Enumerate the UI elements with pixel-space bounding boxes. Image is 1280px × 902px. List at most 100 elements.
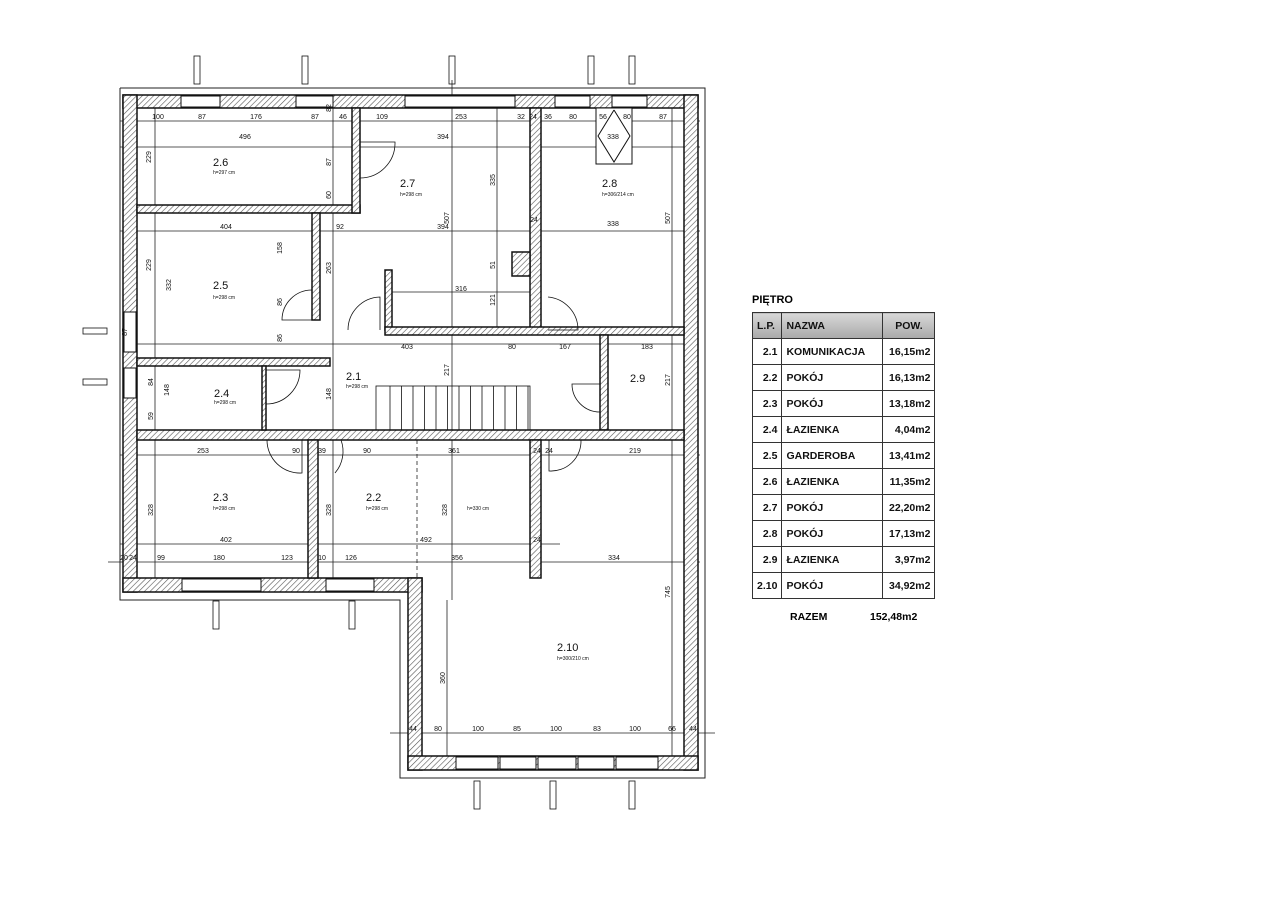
dimension-label: 24 <box>533 537 541 544</box>
dimension-label: 100 <box>152 114 164 121</box>
row-number: 2.6 <box>751 468 783 495</box>
dimension-label: 10 <box>318 555 326 562</box>
dimension-label: 36 <box>544 114 552 121</box>
doors <box>265 141 601 474</box>
room-area: 13,41m2 <box>882 442 936 469</box>
dimension-label: 338 <box>607 221 619 228</box>
dimension-label: 82 <box>326 104 333 112</box>
axis-marker <box>348 600 356 630</box>
room-number: 2.2 <box>366 492 381 504</box>
room-height: h=297 cm <box>213 170 235 176</box>
row-number: 2.8 <box>751 520 783 547</box>
room-number: 2.5 <box>213 280 228 292</box>
room-name: POKÓJ <box>781 520 884 547</box>
axis-marker <box>628 780 636 810</box>
room-height: h=298 cm <box>400 192 422 198</box>
dimension-label: 100 <box>472 726 484 733</box>
row-number: 2.1 <box>751 338 783 365</box>
dimension-label: 745 <box>665 586 672 598</box>
table-title: PIĘTRO <box>752 294 793 306</box>
dimension-label: 148 <box>164 384 171 396</box>
dimension-label: 56 <box>599 114 607 121</box>
room-area: 17,13m2 <box>882 520 936 547</box>
room-name: ŁAZIENKA <box>781 546 884 573</box>
dimension-label: 229 <box>146 151 153 163</box>
dimension-label: 507 <box>444 212 451 224</box>
dimension-label: 229 <box>146 259 153 271</box>
dimension-label: 24 <box>129 555 137 562</box>
dimension-label: 123 <box>281 555 293 562</box>
dimension-label: 217 <box>444 364 451 376</box>
room-height: h=298 cm <box>346 384 368 390</box>
room-name: GARDEROBA <box>781 442 884 469</box>
col-lp: L.P. <box>751 312 783 339</box>
dimension-label: 24 <box>529 114 537 121</box>
staircase <box>375 385 531 431</box>
axis-marker <box>628 55 636 85</box>
dimension-label: 253 <box>455 114 467 121</box>
room-height: h=298 cm <box>214 400 236 406</box>
room-name: ŁAZIENKA <box>781 468 884 495</box>
dimension-label: 394 <box>437 224 449 231</box>
row-number: 2.5 <box>751 442 783 469</box>
room-area: 16,15m2 <box>882 338 936 365</box>
col-area: POW. <box>882 312 936 339</box>
axis-marker <box>82 378 108 386</box>
row-number: 2.4 <box>751 416 783 443</box>
dimension-label: 217 <box>665 374 672 386</box>
dimension-label: 219 <box>629 448 641 455</box>
dimension-label: 80 <box>434 726 442 733</box>
room-labels: 2.6 h=297 cm 2.7 h=298 cm 2.8 h=306/214 … <box>213 157 645 662</box>
dimension-label: 84 <box>148 378 155 386</box>
room-area: 13,18m2 <box>882 390 936 417</box>
dimension-label: 80 <box>508 344 516 351</box>
dimension-label: 99 <box>157 555 165 562</box>
col-name: NAZWA <box>781 312 884 339</box>
dimension-label: 86 <box>277 334 284 342</box>
dimension-label: 24 <box>545 448 553 455</box>
dimension-label: 87 <box>122 328 129 336</box>
dimension-label: 87 <box>198 114 206 121</box>
room-area: 11,35m2 <box>882 468 936 495</box>
axis-marker <box>549 780 557 810</box>
room-height: h=298 cm <box>366 506 388 512</box>
dimension-label: 332 <box>166 279 173 291</box>
dimension-label: 328 <box>442 504 449 516</box>
dimension-label: 86 <box>277 298 284 306</box>
dimension-label: 403 <box>401 344 413 351</box>
room-height: h=298 cm <box>213 295 235 301</box>
total-value: 152,48m2 <box>870 611 918 623</box>
dimension-label: 402 <box>220 537 232 544</box>
dimension-label: 20 <box>120 555 128 562</box>
axis-marker <box>212 600 220 630</box>
room-name: POKÓJ <box>781 494 884 521</box>
room-number: 2.3 <box>213 492 228 504</box>
room-number: 2.8 <box>602 178 617 190</box>
dimension-label: 496 <box>239 134 251 141</box>
dimension-label: 180 <box>213 555 225 562</box>
row-number: 2.2 <box>751 364 783 391</box>
room-height: h=298 cm <box>213 506 235 512</box>
dimension-label: 87 <box>311 114 319 121</box>
room-number: 2.9 <box>630 373 645 385</box>
dimension-label: 507 <box>665 212 672 224</box>
dimension-label: 360 <box>440 672 447 684</box>
dimension-label: 44 <box>409 726 417 733</box>
dimension-label: 338 <box>607 134 619 141</box>
dimension-label: 87 <box>326 158 333 166</box>
room-number: 2.6 <box>213 157 228 169</box>
room-number: 2.4 <box>214 388 229 400</box>
dimension-label: 24 <box>530 217 538 224</box>
dimension-label: 80 <box>569 114 577 121</box>
dimension-label: 404 <box>220 224 232 231</box>
room-area: 4,04m2 <box>882 416 936 443</box>
room-area: 16,13m2 <box>882 364 936 391</box>
axis-marker <box>587 55 595 85</box>
